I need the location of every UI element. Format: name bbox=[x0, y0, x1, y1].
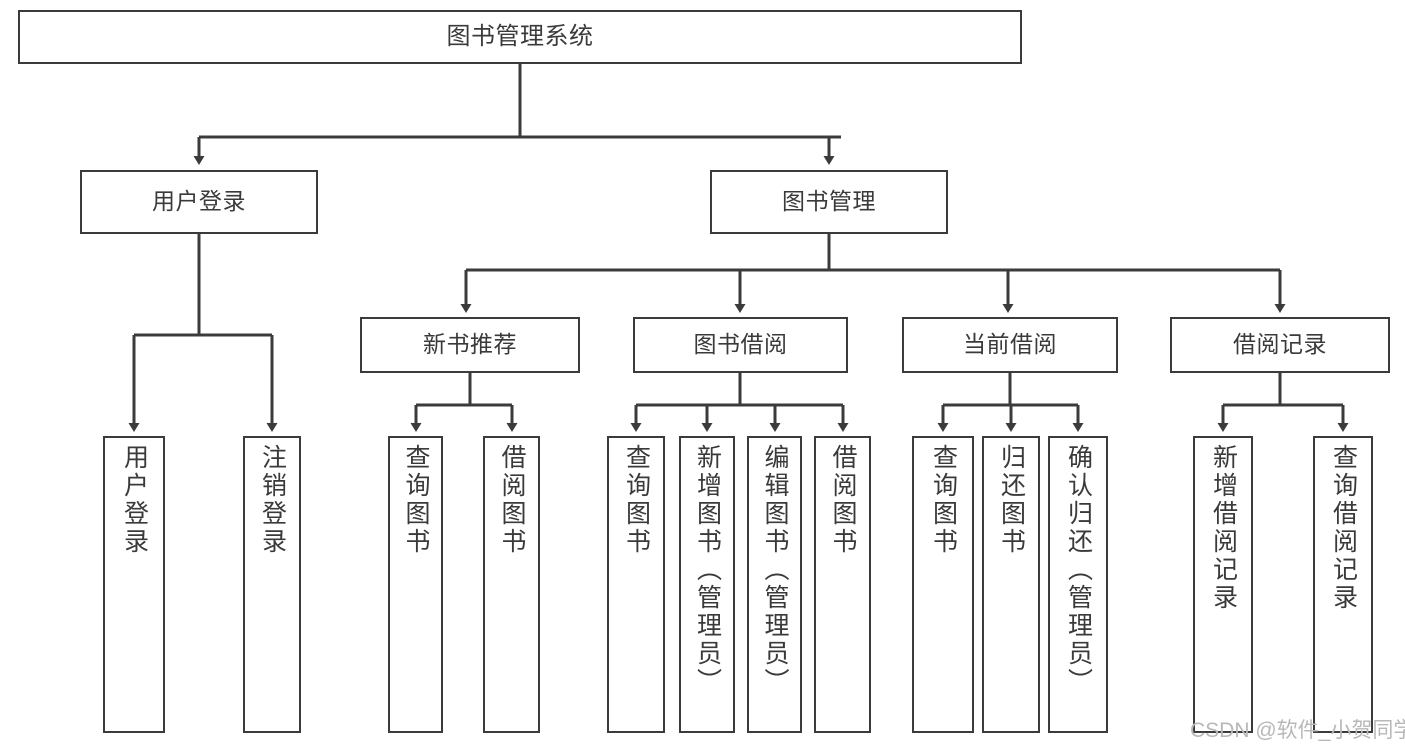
node-root-label: 图书管理系统 bbox=[446, 22, 594, 50]
node-leaf-query-record[interactable]: 查询借阅记录 bbox=[1313, 436, 1373, 733]
node-borrow-record-label: 借阅记录 bbox=[1233, 331, 1327, 358]
node-leaf-query-book-1-label: 查询图书 bbox=[402, 444, 430, 556]
node-leaf-logout[interactable]: 注销登录 bbox=[243, 436, 301, 733]
node-leaf-add-book-label: 新增图书（管理员） bbox=[693, 444, 722, 696]
node-leaf-confirm-return-label: 确认归还（管理员） bbox=[1064, 444, 1093, 696]
node-leaf-query-book-2[interactable]: 查询图书 bbox=[607, 436, 665, 733]
node-leaf-borrow-book-1-label: 借阅图书 bbox=[498, 444, 526, 556]
node-new-book-rec[interactable]: 新书推荐 bbox=[360, 317, 580, 373]
node-leaf-return-book[interactable]: 归还图书 bbox=[982, 436, 1040, 733]
node-leaf-return-book-label: 归还图书 bbox=[997, 444, 1026, 556]
node-leaf-confirm-return[interactable]: 确认归还（管理员） bbox=[1048, 436, 1108, 733]
node-current-borrow[interactable]: 当前借阅 bbox=[902, 317, 1118, 373]
node-leaf-borrow-book-2[interactable]: 借阅图书 bbox=[814, 436, 871, 733]
node-borrow-record[interactable]: 借阅记录 bbox=[1170, 317, 1390, 373]
watermark-text: CSDN @软件_小贺同学 bbox=[1190, 719, 1405, 742]
node-leaf-query-book-3[interactable]: 查询图书 bbox=[912, 436, 974, 733]
node-book-manage-label: 图书管理 bbox=[782, 188, 876, 215]
node-root[interactable]: 图书管理系统 bbox=[18, 10, 1022, 64]
node-leaf-add-book[interactable]: 新增图书（管理员） bbox=[679, 436, 735, 733]
node-book-borrow-label: 图书借阅 bbox=[693, 331, 788, 358]
node-book-manage[interactable]: 图书管理 bbox=[710, 170, 948, 234]
node-leaf-borrow-book-1[interactable]: 借阅图书 bbox=[483, 436, 540, 733]
node-leaf-add-record-label: 新增借阅记录 bbox=[1209, 444, 1238, 612]
node-leaf-user-login[interactable]: 用户登录 bbox=[103, 436, 165, 733]
node-new-book-rec-label: 新书推荐 bbox=[423, 331, 517, 358]
node-leaf-query-book-3-label: 查询图书 bbox=[929, 444, 958, 556]
node-leaf-query-book-2-label: 查询图书 bbox=[622, 444, 651, 556]
node-current-borrow-label: 当前借阅 bbox=[963, 331, 1057, 358]
node-leaf-edit-book-label: 编辑图书（管理员） bbox=[761, 444, 789, 696]
node-book-borrow[interactable]: 图书借阅 bbox=[633, 317, 848, 373]
node-leaf-borrow-book-2-label: 借阅图书 bbox=[829, 444, 857, 556]
node-user-login[interactable]: 用户登录 bbox=[80, 170, 318, 234]
node-leaf-add-record[interactable]: 新增借阅记录 bbox=[1193, 436, 1253, 733]
node-leaf-user-login-label: 用户登录 bbox=[120, 444, 149, 556]
node-leaf-query-book-1[interactable]: 查询图书 bbox=[388, 436, 443, 733]
node-leaf-query-record-label: 查询借阅记录 bbox=[1329, 444, 1358, 612]
node-user-login-label: 用户登录 bbox=[152, 188, 246, 215]
node-leaf-edit-book[interactable]: 编辑图书（管理员） bbox=[747, 436, 802, 733]
node-leaf-logout-label: 注销登录 bbox=[258, 444, 287, 556]
